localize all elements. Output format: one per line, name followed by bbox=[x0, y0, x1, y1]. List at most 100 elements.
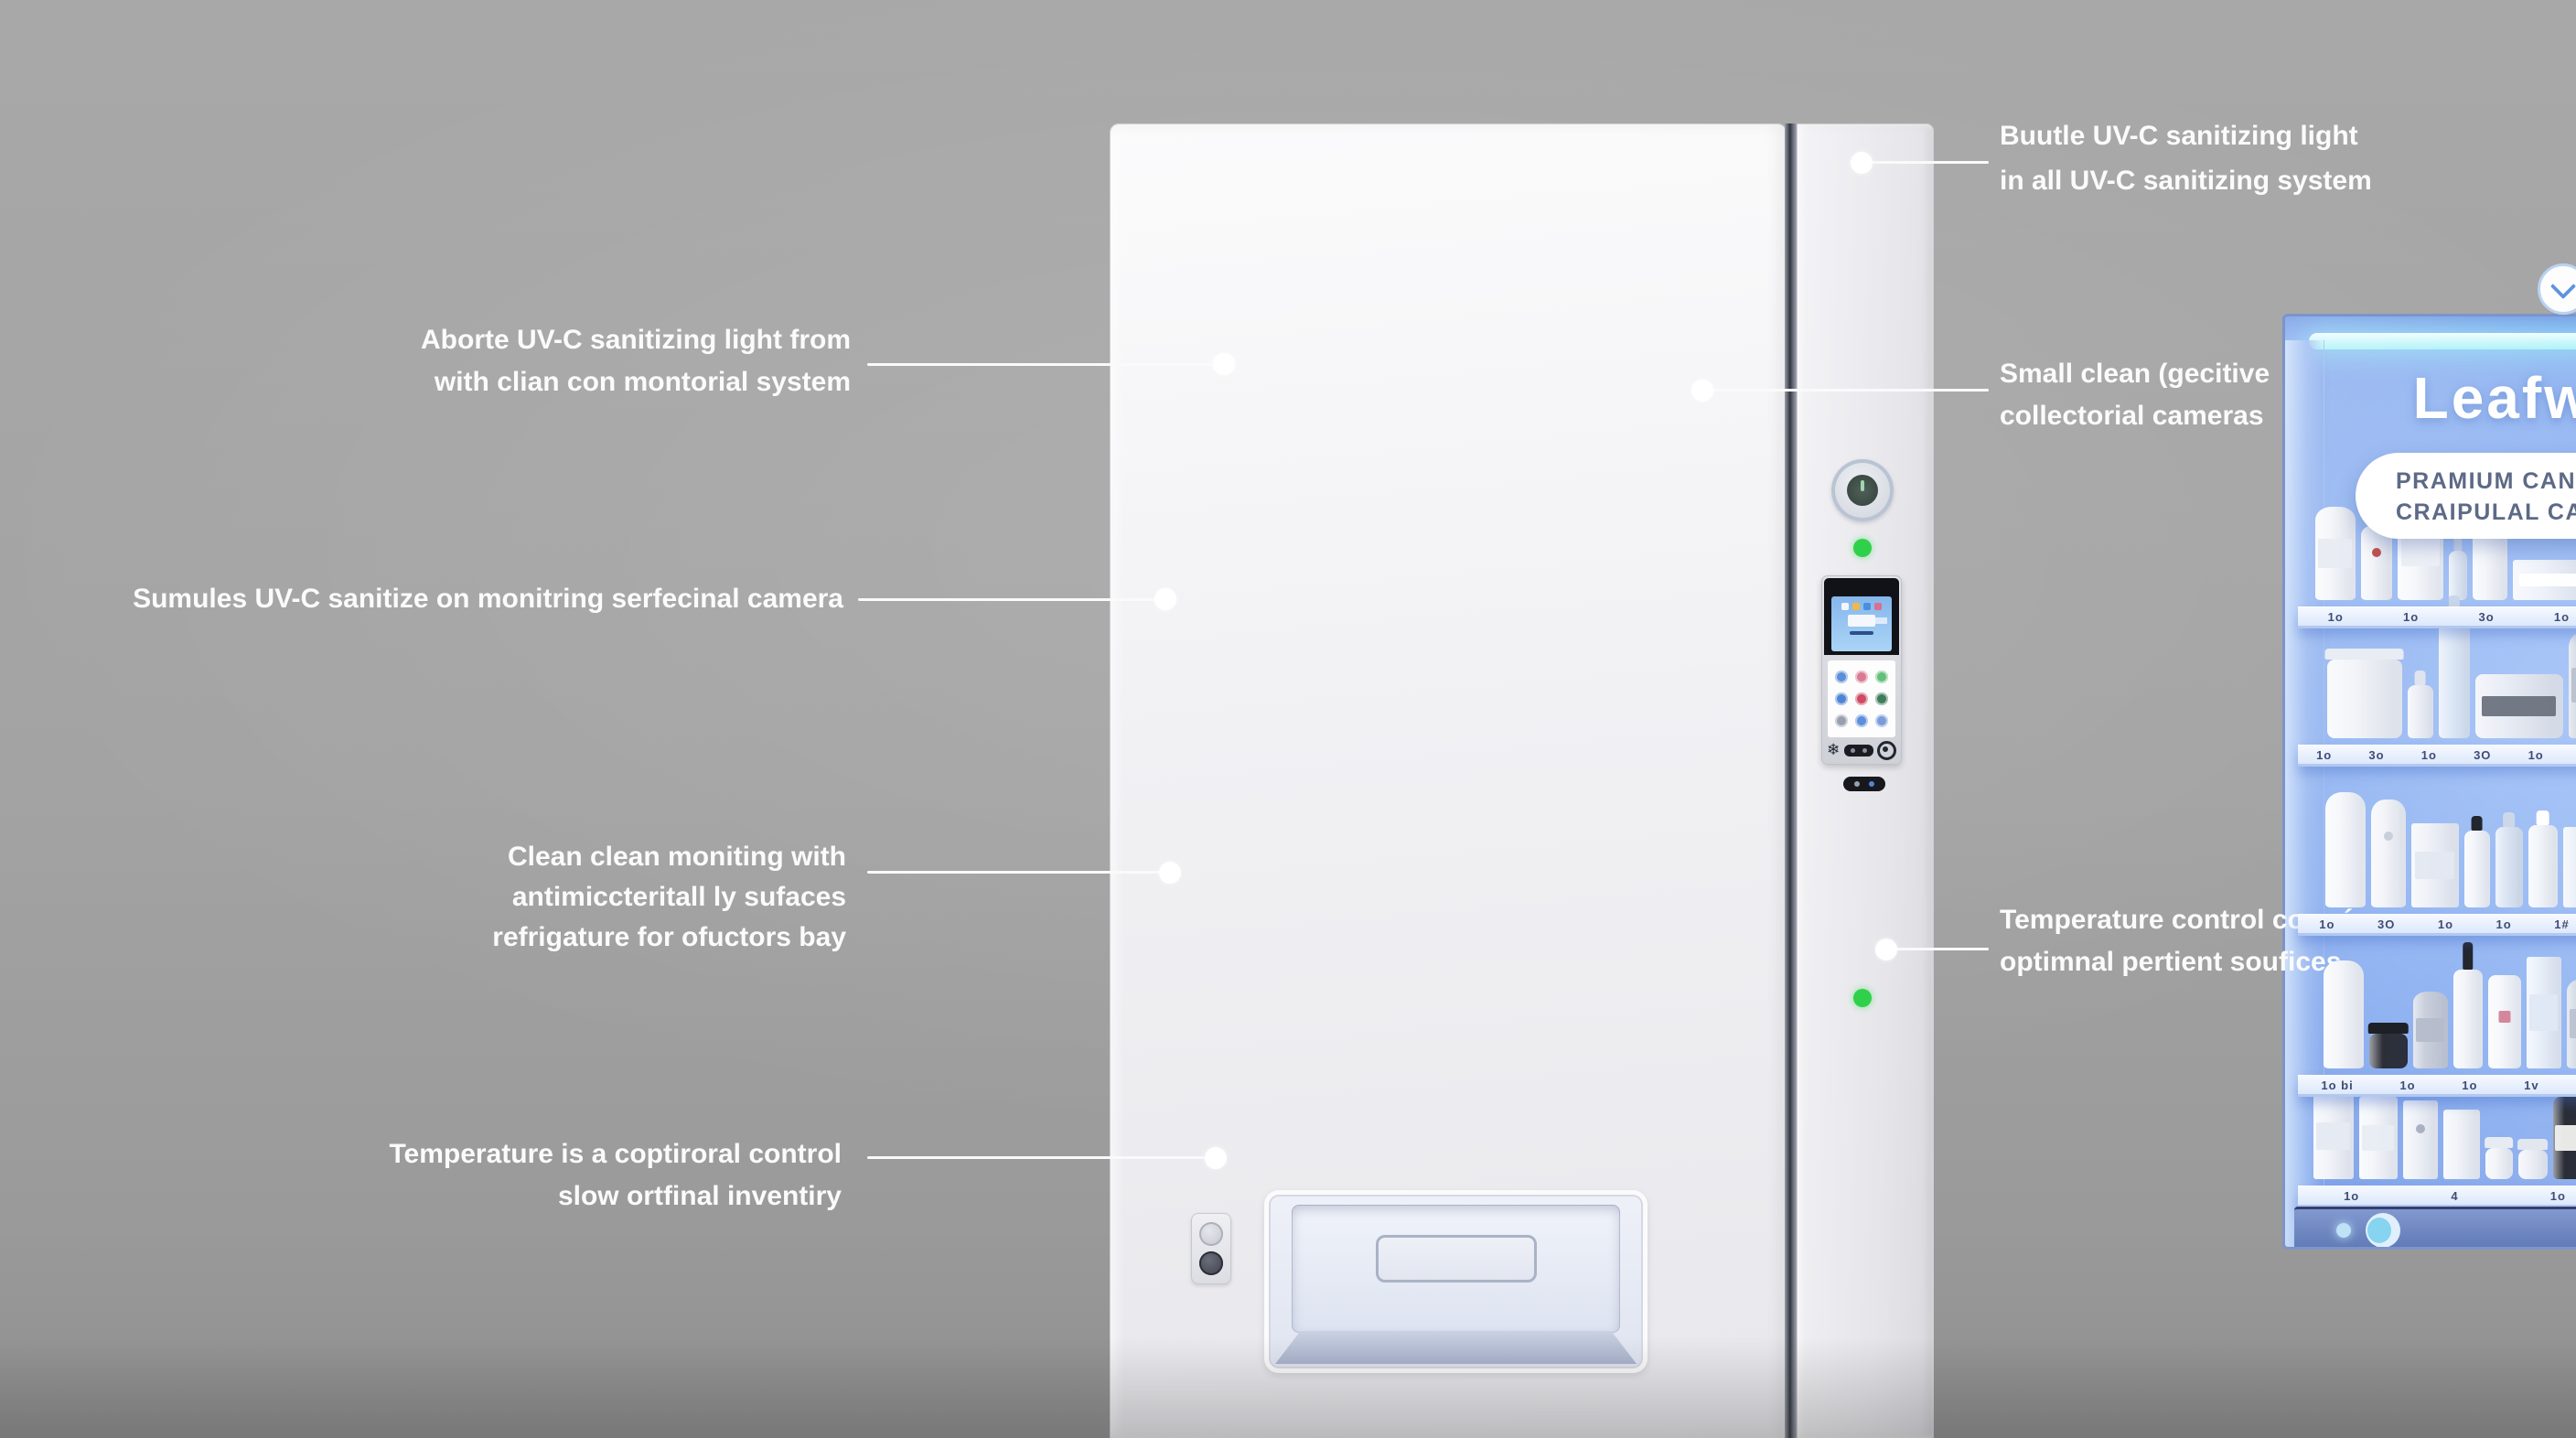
product-box bbox=[2313, 1093, 2354, 1179]
shelf-5-products bbox=[2307, 1093, 2576, 1179]
screen-chip bbox=[1863, 603, 1871, 610]
contactless-icon bbox=[1877, 740, 1896, 760]
product-dot bbox=[2383, 832, 2393, 842]
price-tag: 4 bbox=[2451, 1188, 2459, 1203]
dispenser-handle bbox=[1375, 1234, 1537, 1282]
floor-shadow bbox=[0, 1337, 2576, 1438]
annotation-label: Clean clean moniting with antimiccterita… bbox=[492, 842, 846, 952]
annotation-label: Small clean (gecitive collectorial camer… bbox=[2000, 359, 2270, 431]
price-tag: 1o bbox=[2327, 609, 2344, 624]
price-tag: 3O bbox=[2474, 747, 2492, 762]
keypad-grid bbox=[1828, 660, 1895, 737]
leader-dot bbox=[1851, 152, 1873, 174]
product-label bbox=[2571, 668, 2576, 703]
product-label bbox=[2414, 852, 2455, 879]
product-box bbox=[2410, 823, 2459, 907]
product-label bbox=[2316, 1121, 2350, 1151]
sensor-light-icon bbox=[2366, 1213, 2400, 1247]
indicator-light-icon bbox=[2336, 1223, 2351, 1238]
status-led bbox=[1853, 989, 1872, 1007]
product-label bbox=[2361, 1124, 2395, 1152]
keypad-key bbox=[1855, 692, 1868, 705]
keypad-key bbox=[1835, 692, 1848, 705]
shelf-5-price-strip: 1o41o1v1o bbox=[2298, 1186, 2576, 1207]
product-spray bbox=[2438, 596, 2470, 738]
price-tag: 1o bbox=[2420, 747, 2437, 762]
keypad-key bbox=[1875, 692, 1888, 705]
price-tag: 1o bbox=[2496, 917, 2512, 931]
product-label bbox=[2400, 534, 2440, 567]
product-label bbox=[2555, 1124, 2576, 1152]
pill-line2: CRAIPULAL CARES bbox=[2396, 499, 2576, 525]
product-tube bbox=[2370, 799, 2406, 907]
leader-dot bbox=[1205, 1147, 1227, 1169]
product-dot bbox=[2371, 547, 2381, 557]
power-button bbox=[1831, 459, 1894, 521]
product-tube bbox=[2360, 525, 2392, 600]
pill-line1: PRAMIUM CANTECR LIGHTS bbox=[2396, 468, 2576, 494]
chevron-down-icon bbox=[2538, 263, 2576, 315]
leader-line bbox=[867, 363, 1217, 366]
product-bottle bbox=[2528, 810, 2558, 907]
glass-window: Leafwater PRAMIUM CANTECR LIGHTS CRAIPUL… bbox=[2282, 314, 2576, 1250]
sensor-slot bbox=[1843, 777, 1885, 791]
price-tag: 1o bbox=[2553, 609, 2571, 624]
brand-title: Leafwater bbox=[2412, 365, 2576, 431]
snowflake-icon: ❄ bbox=[1827, 741, 1841, 758]
product-cap bbox=[2414, 671, 2426, 685]
dispense-button-plate bbox=[1191, 1213, 1231, 1284]
annotation-label: Buutle UV-C sanitizing light in all UV-C… bbox=[2000, 121, 2372, 196]
power-icon bbox=[1847, 475, 1878, 506]
cabinet-seam bbox=[1785, 123, 1797, 1438]
product-tube bbox=[2324, 792, 2366, 907]
screen-chip bbox=[1841, 603, 1849, 610]
terminal-bezel bbox=[1824, 578, 1899, 655]
product-tube bbox=[2412, 992, 2448, 1068]
leader-line bbox=[858, 598, 1156, 601]
product-label bbox=[2569, 1009, 2576, 1038]
annotation-label: Sumules UV-C sanitize on monitring serfe… bbox=[133, 584, 843, 614]
product-label bbox=[2528, 994, 2559, 1031]
product-cap bbox=[2502, 812, 2516, 827]
product-jar bbox=[2474, 674, 2563, 738]
product-label bbox=[2518, 573, 2576, 587]
vending-machine-cabinet: Leafwater PRAMIUM CANTECR LIGHTS CRAIPUL… bbox=[1110, 123, 2576, 1438]
price-tag: 1o bbox=[2528, 747, 2544, 762]
annotation-label: Temperature control cormé optimnal perti… bbox=[2000, 905, 2355, 977]
product-tube bbox=[2566, 979, 2576, 1068]
product-bottle bbox=[2407, 671, 2433, 738]
screen-text-dash bbox=[1850, 631, 1873, 635]
product-chip bbox=[2498, 1010, 2510, 1023]
header-pill: PRAMIUM CANTECR LIGHTS CRAIPULAL CARES bbox=[2356, 453, 2576, 539]
product-tube bbox=[2323, 960, 2364, 1068]
product-box bbox=[2402, 1100, 2438, 1179]
product-box bbox=[2562, 827, 2576, 907]
product-bottle bbox=[2552, 1097, 2576, 1179]
terminal-screen bbox=[1831, 596, 1892, 651]
screen-chip-row bbox=[1831, 603, 1892, 610]
shelf-3-products bbox=[2307, 792, 2576, 907]
leader-dot bbox=[1691, 380, 1713, 402]
status-led bbox=[1853, 539, 1872, 557]
price-tag: 3O bbox=[2377, 917, 2396, 931]
price-tag: 1o bbox=[2319, 917, 2335, 931]
product-cap bbox=[2324, 649, 2404, 660]
product-bottle bbox=[2495, 812, 2523, 907]
price-tag: 3o bbox=[2478, 609, 2495, 624]
product-jar bbox=[2484, 1137, 2514, 1179]
price-tag: 1o bi bbox=[2321, 1078, 2354, 1092]
product-cap bbox=[2484, 1137, 2514, 1148]
product-box bbox=[2526, 957, 2561, 1068]
keypad-key bbox=[1875, 714, 1888, 727]
leader-line bbox=[1872, 161, 1989, 164]
annotation-label: Aborte UV-C sanitizing light from with c… bbox=[421, 325, 851, 397]
keypad-key bbox=[1855, 714, 1868, 727]
keypad-key bbox=[1835, 671, 1848, 683]
product-label bbox=[2318, 538, 2352, 569]
dispense-button-top bbox=[1199, 1222, 1223, 1246]
screen-card-chip bbox=[1848, 615, 1875, 627]
product-box bbox=[2442, 1110, 2480, 1179]
product-tube bbox=[2568, 632, 2576, 738]
leader-line bbox=[1712, 389, 1989, 392]
